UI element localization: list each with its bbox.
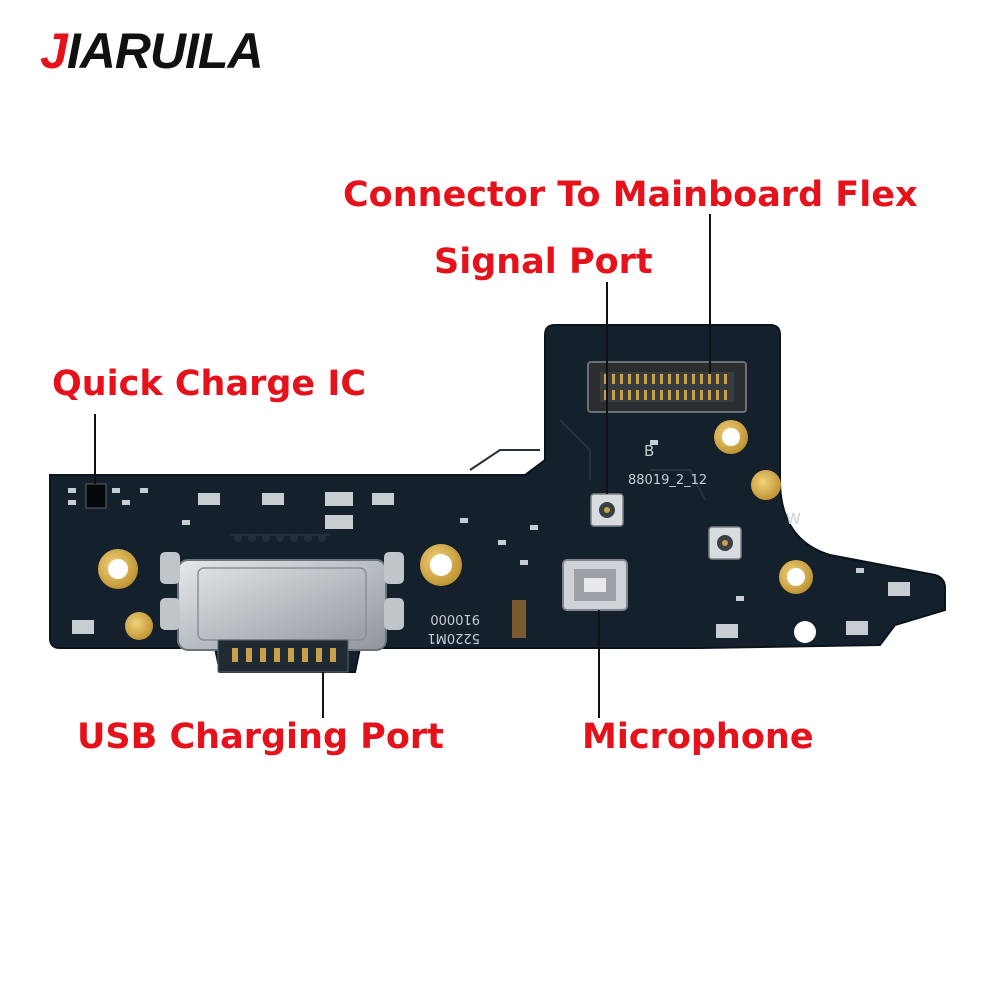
silk-letter-w: W <box>786 510 801 528</box>
via-row <box>234 534 326 542</box>
brand-logo-rest: IARUILA <box>66 23 264 79</box>
mainboard-flex-connector <box>587 361 747 413</box>
quick-charge-ic <box>85 483 107 509</box>
silk-letter-b: B <box>644 442 654 460</box>
smd-components <box>68 440 910 638</box>
silk-code-b: 5220M1 <box>427 630 480 645</box>
quick-charge-leader-line <box>94 414 96 484</box>
silk-code-top: 88019_2_12 <box>628 473 707 488</box>
signal-port-label: Signal Port <box>434 242 653 282</box>
signal-leader-line <box>606 282 608 494</box>
connector-leader-line <box>709 214 711 374</box>
brand-logo: JIARUILA <box>40 23 264 79</box>
microphone-component <box>562 559 628 611</box>
microphone-leader-line <box>598 610 600 718</box>
test-pads <box>125 470 781 640</box>
usb-leader-line <box>322 672 324 718</box>
mounting-holes <box>98 420 816 643</box>
signal-port-coax <box>590 493 742 560</box>
microphone-label: Microphone <box>582 717 814 757</box>
usb-c-port <box>160 552 404 673</box>
silk-code-a: 910000 <box>430 611 480 626</box>
usb-charging-port-label: USB Charging Port <box>77 717 444 757</box>
brand-logo-first-letter: J <box>40 23 68 79</box>
connector-label: Connector To Mainboard Flex <box>343 175 918 215</box>
quick-charge-label: Quick Charge IC <box>52 364 367 404</box>
